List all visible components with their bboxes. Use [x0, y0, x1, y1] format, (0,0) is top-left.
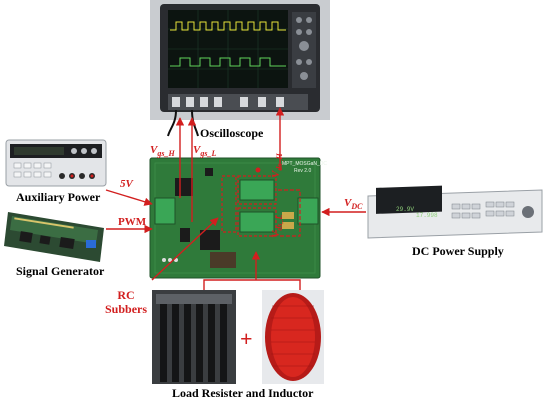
rc-snubber-arrow — [151, 217, 219, 281]
vds-h-box — [237, 175, 277, 205]
load-resistor-photo — [152, 290, 236, 384]
board-title: MPT_MOSGaN_DC — [282, 161, 328, 167]
vgs-h-label: Vgs_H — [150, 144, 175, 159]
auxiliary-power-label: Auxiliary Power — [16, 190, 101, 204]
auxiliary-power-photo — [5, 139, 107, 187]
vgs-l-label: Vgs_L — [193, 144, 217, 159]
vdc-label: VDC — [344, 197, 363, 212]
vds-l-box — [237, 207, 277, 237]
signal-arrows — [105, 107, 366, 290]
rc-snubber-box — [221, 175, 237, 233]
auxiliary-power-arrow — [105, 189, 153, 206]
dc-voltage-readout: 29.9V — [396, 206, 415, 213]
pwm-label: PWM — [118, 216, 147, 228]
dc-power-supply-photo — [367, 185, 543, 239]
dc-current-readout: 17.998 — [416, 212, 438, 219]
plus-sign: + — [240, 326, 253, 351]
highlight-boxes — [221, 175, 301, 237]
oscilloscope-photo — [150, 0, 330, 137]
signal-generator-photo — [4, 212, 104, 262]
load-bracket — [203, 279, 301, 290]
inductor-photo — [262, 290, 324, 384]
five-volt-label: 5V — [120, 178, 133, 190]
vds-probe-bracket — [278, 189, 301, 237]
rc-snubbers-label: RC Subbers — [105, 288, 148, 316]
signal-generator-label: Signal Generator — [16, 264, 105, 278]
dc-power-supply-label: DC Power Supply — [412, 244, 504, 258]
vds-l-label: Vds_L — [270, 214, 285, 238]
board-rev: Rev 2.0 — [294, 168, 312, 174]
load-label: Load Resister and Inductor — [172, 386, 314, 400]
oscilloscope-label: Oscilloscope — [200, 126, 264, 140]
